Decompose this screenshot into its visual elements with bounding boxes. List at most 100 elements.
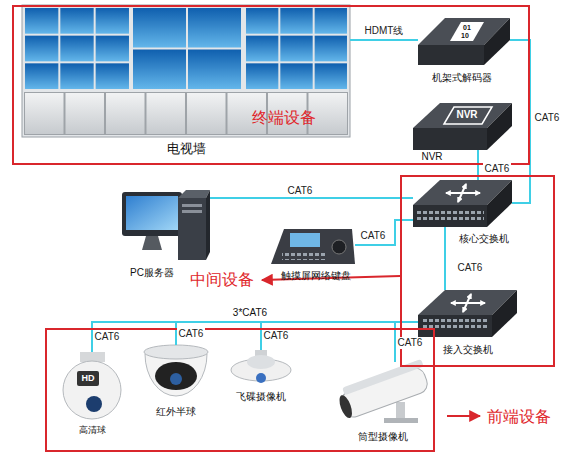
device-plate xyxy=(450,22,484,41)
keyboard-icon xyxy=(271,229,355,264)
device-label: 核心交换机 xyxy=(459,233,509,245)
camera-body xyxy=(63,361,121,419)
device-node: PC服务器 xyxy=(120,188,210,262)
device-node: 筒型摄像机 xyxy=(335,362,432,424)
monitor-stand xyxy=(142,236,162,250)
group-title: 终端设备 xyxy=(252,108,316,127)
cable xyxy=(510,40,530,203)
keyboard-screen xyxy=(290,233,320,247)
cable-label: CAT6 xyxy=(93,331,122,343)
camera-lens xyxy=(337,394,355,420)
camera-lens xyxy=(86,396,102,412)
callout-arrow xyxy=(447,415,480,417)
monitor xyxy=(122,192,182,236)
camera-lens xyxy=(256,373,266,383)
device-front xyxy=(418,45,484,65)
device-face-text: 01 xyxy=(463,24,471,31)
device-node: 触摸屏网络键盘 xyxy=(270,225,355,265)
tv-wall-frame xyxy=(22,5,350,137)
ufo-camera-icon xyxy=(231,350,291,383)
device-face-text: 10 xyxy=(461,32,469,39)
cable xyxy=(176,322,418,345)
decoder-icon xyxy=(418,18,510,65)
tower-front xyxy=(178,198,206,260)
switch-symbol xyxy=(463,294,471,312)
joystick xyxy=(332,240,346,254)
camera-band xyxy=(155,362,197,390)
ir-dome-icon xyxy=(144,345,208,396)
cable-label: CAT6 xyxy=(533,112,562,124)
pc-icon xyxy=(122,190,210,260)
device-label: 电视墙 xyxy=(167,141,206,157)
cabinet-row xyxy=(24,92,348,135)
screen-block xyxy=(24,7,130,90)
core-switch-icon xyxy=(413,180,512,227)
tower-top xyxy=(178,190,210,198)
group-title: 中间设备 xyxy=(190,270,254,289)
drive-slot xyxy=(182,210,202,213)
cable-label: HDMT线 xyxy=(363,25,406,37)
cable-label: CAT6 xyxy=(483,163,512,175)
device-label: 接入交换机 xyxy=(443,344,493,356)
device-node: 红外半球 xyxy=(143,345,210,400)
device-label: 红外半球 xyxy=(156,406,196,418)
device-label: 机架式解码器 xyxy=(432,72,492,84)
screen-block xyxy=(132,7,242,90)
device-side xyxy=(484,18,510,65)
tower-side xyxy=(206,190,210,260)
cable xyxy=(92,322,418,352)
tv-wall xyxy=(22,5,350,137)
device-face-text: NVR xyxy=(456,110,477,120)
device-front xyxy=(418,315,492,337)
port-row xyxy=(416,208,484,220)
device-node: 电视墙 xyxy=(22,5,350,137)
hd-dome-icon xyxy=(63,352,121,419)
drive-slot xyxy=(182,204,202,207)
cable-label: CAT6 xyxy=(359,230,388,242)
screen-block xyxy=(245,7,348,90)
cable xyxy=(355,220,413,245)
nvr-icon xyxy=(413,103,512,150)
cable-label: CAT6 xyxy=(262,330,291,342)
device-front xyxy=(413,128,487,150)
keyboard-body xyxy=(271,229,355,264)
region-box: 终端设备电视墙机架式解码器NVR xyxy=(12,5,530,165)
cable-label: CAT6 xyxy=(286,185,315,197)
camera-lens xyxy=(170,373,182,385)
device-label: NVR xyxy=(421,151,442,163)
device-plate xyxy=(444,107,492,124)
camera-shield xyxy=(342,359,424,395)
device-label: 飞碟摄像机 xyxy=(236,391,286,403)
device-face-text: HD xyxy=(82,374,95,383)
group-title: 前端设备 xyxy=(487,407,551,426)
device-label: 触摸屏网络键盘 xyxy=(281,270,351,282)
camera-cap xyxy=(144,345,208,359)
bullet-camera-icon xyxy=(335,359,432,423)
camera-plate xyxy=(77,371,99,386)
cable xyxy=(210,197,413,199)
cable-label: CAT6 xyxy=(177,328,206,340)
device-label: PC服务器 xyxy=(130,267,174,279)
device-label: 筒型摄像机 xyxy=(358,431,408,443)
cable-label: 3*CAT6 xyxy=(233,308,267,318)
device-side xyxy=(487,180,512,227)
cable xyxy=(350,39,418,41)
device-side xyxy=(492,290,517,337)
device-node: 核心交换机 xyxy=(413,180,512,227)
switch-symbol xyxy=(458,184,466,202)
monitor-screen xyxy=(126,196,178,230)
camera-body xyxy=(145,354,207,396)
camera-top xyxy=(247,355,275,369)
cable-label: CAT6 xyxy=(396,337,425,349)
device-node: 高清球 xyxy=(60,352,125,420)
device-label: 高清球 xyxy=(79,425,106,436)
region-box: 前端设备高清球红外半球飞碟摄像机筒型摄像机 xyxy=(45,328,435,452)
cable xyxy=(444,227,446,290)
cable-group xyxy=(92,40,530,362)
camera-bracket xyxy=(384,418,418,423)
camera-mount xyxy=(80,352,105,362)
